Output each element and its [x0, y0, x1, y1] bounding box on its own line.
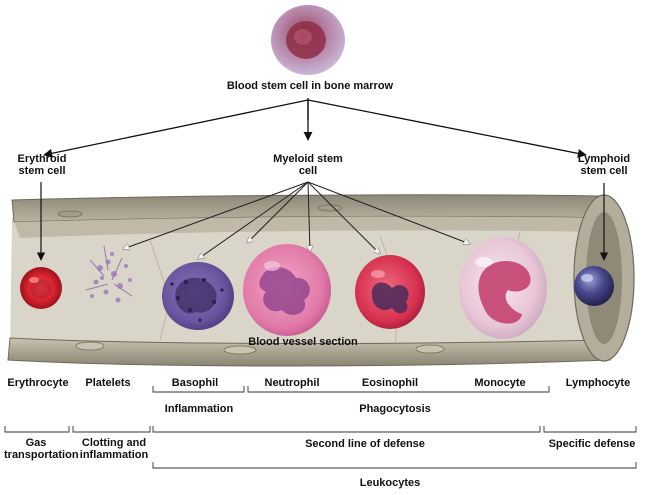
group-inflammation: Inflammation [164, 403, 234, 415]
function-gas: Gas transportation [4, 437, 79, 461]
basophil-cell [162, 262, 234, 330]
myeloid-arrows [123, 181, 470, 259]
stem-cell-illustration [271, 5, 345, 75]
leukocytes-label: Leukocytes [359, 477, 421, 489]
function-clotting: Clotting and inflammation [79, 437, 149, 461]
lymphoid-stem-label: Lymphoid stem cell [577, 153, 631, 177]
erythrocyte-cell [20, 267, 62, 309]
function-second-line: Second line of defense [305, 438, 425, 450]
cell-label-eosinophil: Eosinophil [361, 377, 419, 389]
vessel-label: Blood vessel section [248, 336, 358, 348]
lymphocyte-cell [574, 266, 614, 306]
platelets-cluster [85, 245, 133, 303]
lineage-arrows [36, 182, 609, 261]
cell-label-erythrocyte: Erythrocyte [7, 377, 69, 389]
cell-label-basophil: Basophil [171, 377, 219, 389]
neutrophil-cell [243, 244, 331, 336]
title-label: Blood stem cell in bone marrow [226, 80, 394, 92]
erythroid-stem-label: Erythroid stem cell [17, 153, 67, 177]
cell-label-neutrophil: Neutrophil [264, 377, 320, 389]
monocyte-cell [459, 237, 547, 339]
cell-label-lymphocyte: Lymphocyte [565, 377, 631, 389]
cell-label-platelets: Platelets [85, 377, 131, 389]
function-specific: Specific defense [548, 438, 636, 450]
stem-arrows [43, 98, 587, 158]
group-phagocytosis: Phagocytosis [359, 403, 431, 415]
cell-label-monocyte: Monocyte [474, 377, 526, 389]
myeloid-stem-label: Myeloid stem cell [273, 153, 343, 177]
eosinophil-cell [355, 255, 425, 329]
brackets [4, 386, 637, 469]
